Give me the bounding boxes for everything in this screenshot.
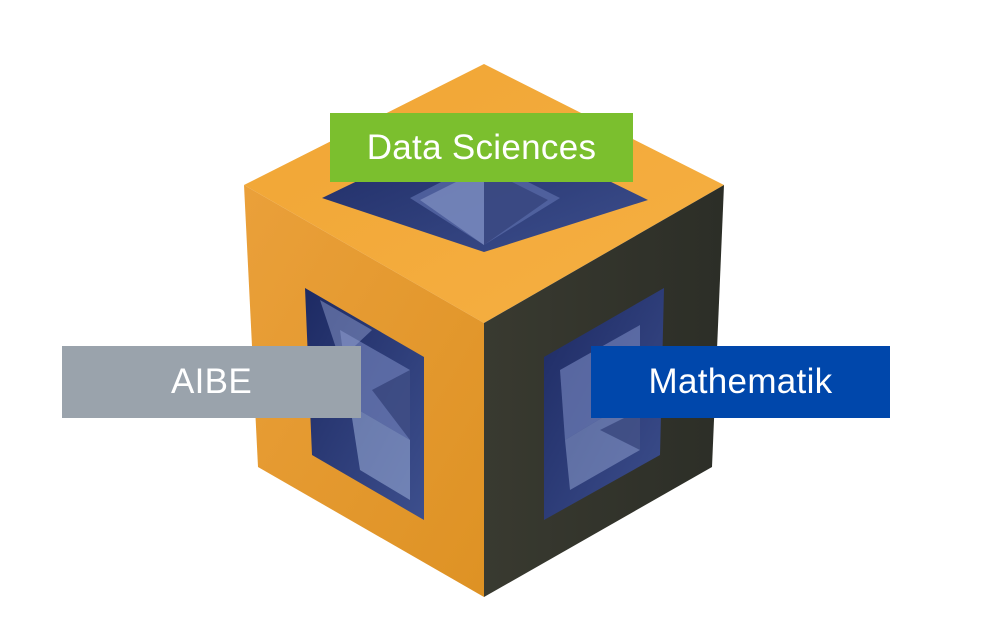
aibe-label: AIBE — [62, 346, 361, 418]
mathematik-label: Mathematik — [591, 346, 890, 418]
data-sciences-label: Data Sciences — [330, 113, 633, 182]
